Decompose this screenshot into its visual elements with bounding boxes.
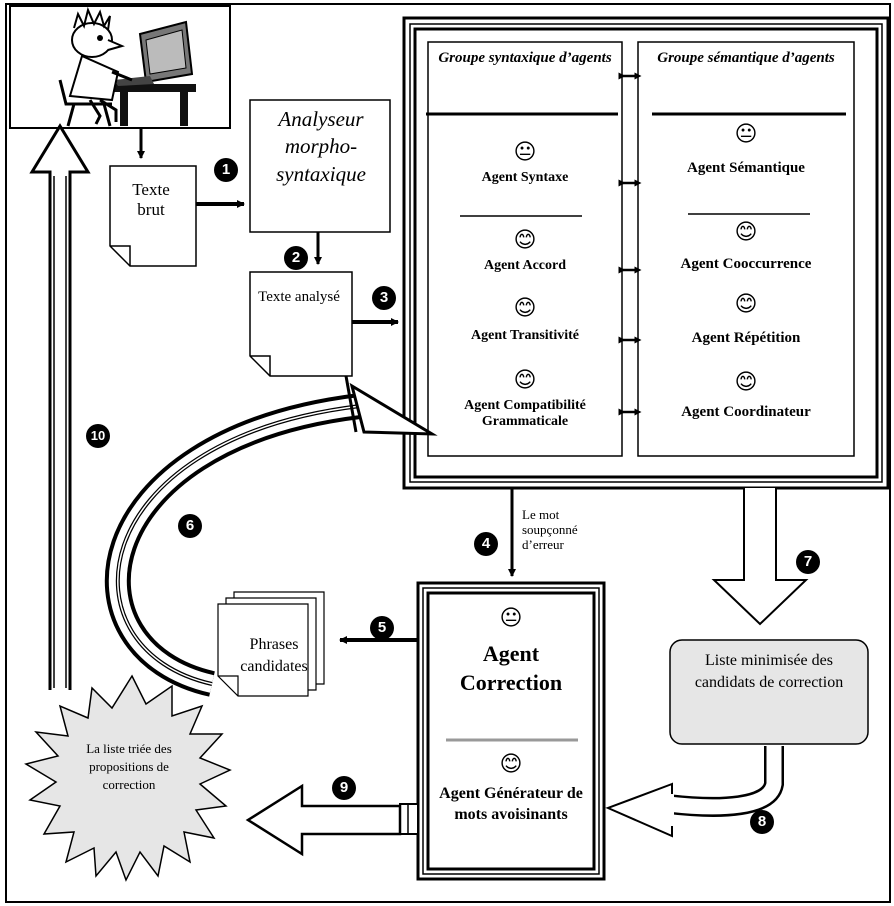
agent-correction-face-icon: 😐 [499,606,523,631]
agent-semantique-face-icon: 😐 [734,122,758,147]
step-8-badge: 8 [750,810,774,834]
arrow-step-7 [711,488,809,626]
liste-triee-label: La liste triée des propositions de corre… [86,741,172,793]
liste-triee-starburst [24,674,232,882]
agent-generateur-face-icon: 😊 [499,752,523,777]
agent-compatibilite-label: Agent Compatibilité Grammaticale [464,398,586,430]
step-5-badge: 5 [370,616,394,640]
arrow-step-6 [104,375,438,697]
semantic-group-box [637,41,855,457]
suspect-word-label: Le mot soupçonné d’erreur [522,507,578,552]
syntactic-group-box [427,41,623,457]
step-6-badge: 6 [178,514,202,538]
texte-analyse-doc [249,271,353,377]
agent-transitivite-face-icon: 😊 [513,296,537,321]
liste-minimisee-box [669,639,869,745]
step-7-badge: 7 [796,550,820,574]
agent-repetition-face-icon: 😊 [734,292,758,317]
outer-frame [5,3,891,903]
liste-minimisee-label: Liste minimisée des candidats de correct… [694,652,844,692]
arrow-step-8 [605,746,784,838]
agent-syntaxe-label: Agent Syntaxe [481,170,569,185]
agent-repetition-label: Agent Répétition [691,330,801,346]
agent-compatibilite-face-icon: 😊 [513,368,537,393]
agent-cooccurrence-face-icon: 😊 [734,220,758,245]
step-1-badge: 1 [214,158,238,182]
step-10-badge: 10 [86,424,110,448]
step-9-badge: 9 [332,776,356,800]
semantic-group-title: Groupe sémantique d’agents [657,50,835,66]
texte-brut-doc [109,165,197,267]
correction-agents-frame [416,581,606,881]
user-computer-icon [9,5,231,129]
agent-accord-face-icon: 😊 [513,228,537,253]
texte-analyse-label: Texte analysé [258,289,340,305]
texte-brut-label: Texte brut [132,180,170,219]
agent-semantique-label: Agent Sémantique [687,160,805,176]
agent-accord-label: Agent Accord [483,258,567,273]
syntactic-group-title: Groupe syntaxique d’agents [438,50,612,66]
phrases-candidates-docs [217,591,325,697]
phrases-candidates-label: Phrases candidates [240,636,308,675]
step-2-badge: 2 [284,246,308,270]
arrow-step-10 [29,123,91,690]
agent-coordinateur-label: Agent Coordinateur [681,404,811,420]
analyseur-label: Analyseur morpho-syntaxique [276,107,366,186]
arrow-step-9 [245,783,419,857]
step-4-badge: 4 [474,532,498,556]
analyseur-box [249,99,391,233]
agent-correction-label: Agent Correction [459,641,563,695]
agent-generateur-label: Agent Générateur de mots avoisinants [439,785,583,823]
step-3-badge: 3 [372,286,396,310]
agent-transitivite-label: Agent Transitivité [471,328,579,343]
agent-syntaxe-face-icon: 😐 [513,140,537,165]
agent-cooccurrence-label: Agent Cooccurrence [680,256,812,272]
agent-coordinateur-face-icon: 😊 [734,370,758,395]
group-link-arrows [618,72,642,416]
